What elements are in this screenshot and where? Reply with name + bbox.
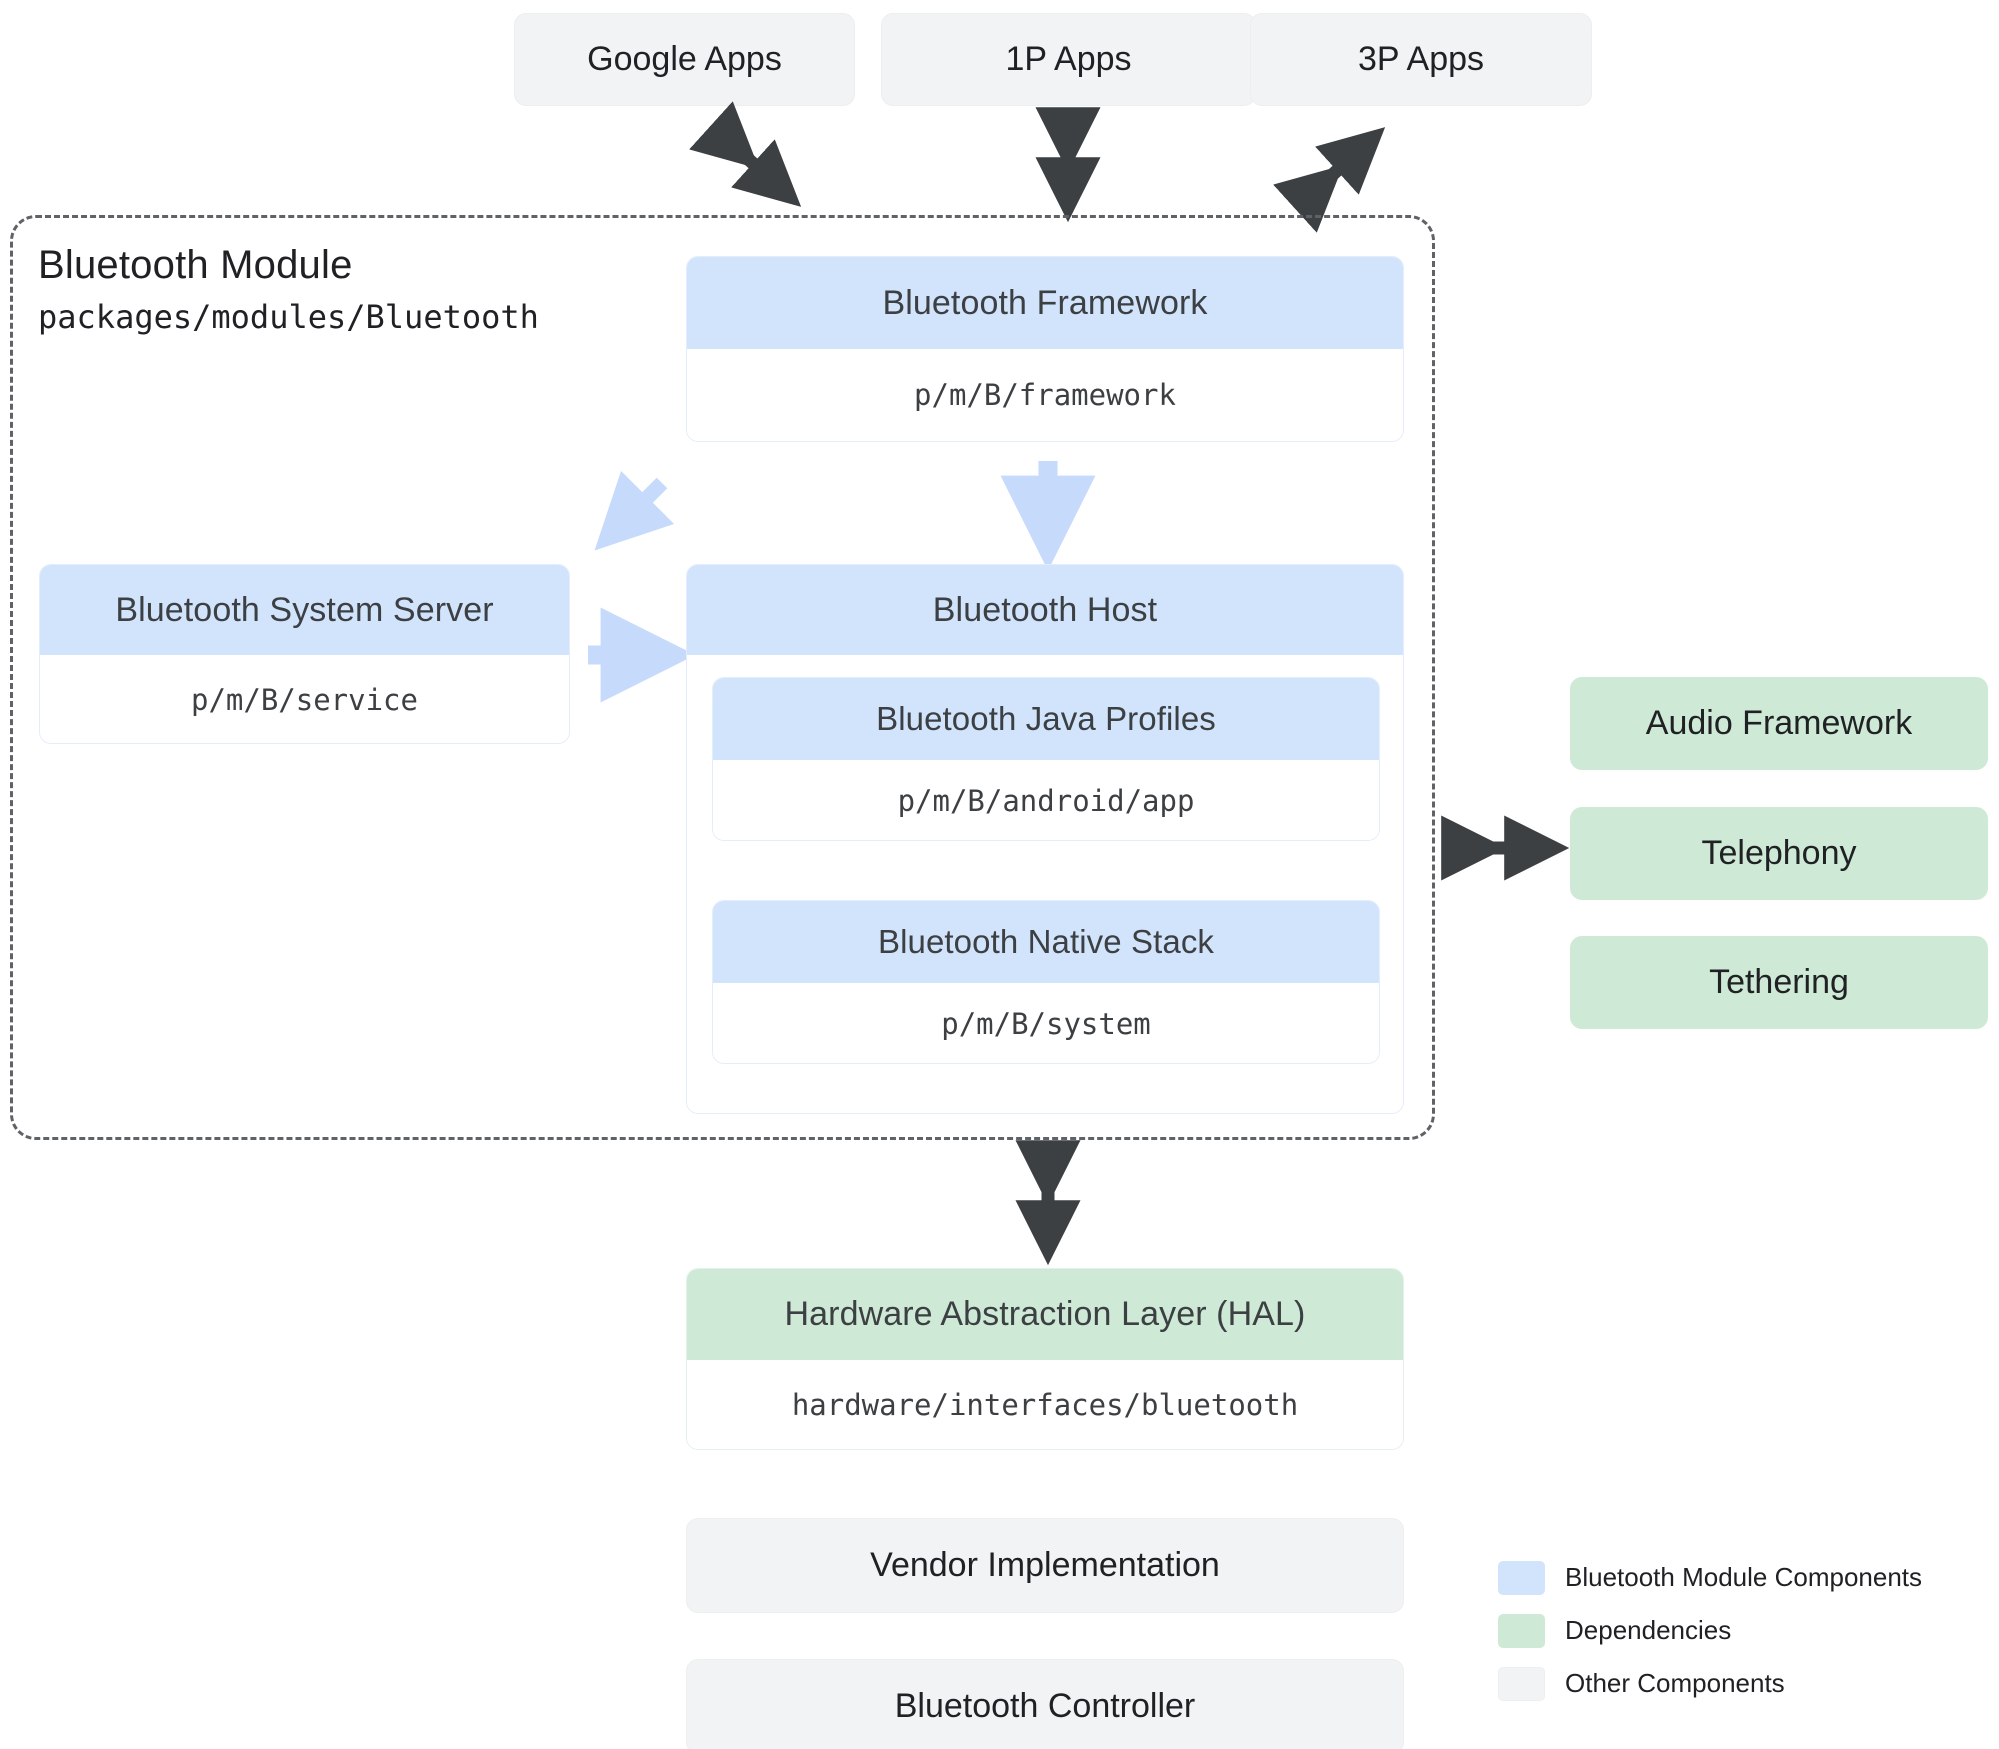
card-hardware-abstraction-layer[interactable]: Hardware Abstraction Layer (HAL) hardwar… bbox=[686, 1268, 1404, 1450]
app-box-1p-apps[interactable]: 1P Apps bbox=[881, 13, 1256, 106]
card-path: p/m/B/android/app bbox=[713, 760, 1379, 840]
arrow-system-server-to-host bbox=[582, 607, 696, 703]
module-title: Bluetooth Module bbox=[38, 243, 353, 287]
legend: Bluetooth Module Components Dependencies… bbox=[1498, 1551, 1922, 1710]
card-title: Bluetooth System Server bbox=[40, 565, 569, 655]
host-children-area: Bluetooth Java Profiles p/m/B/android/ap… bbox=[687, 655, 1403, 1113]
arrow-1p-apps-to-framework bbox=[1035, 107, 1101, 223]
arrow-framework-to-system-server bbox=[594, 465, 680, 551]
dependency-box-audio-framework[interactable]: Audio Framework bbox=[1570, 677, 1988, 770]
legend-label: Other Components bbox=[1565, 1668, 1785, 1698]
legend-swatch-grey bbox=[1498, 1666, 1545, 1701]
box-vendor-implementation[interactable]: Vendor Implementation bbox=[686, 1518, 1404, 1613]
dependency-box-tethering[interactable]: Tethering bbox=[1570, 936, 1988, 1029]
legend-swatch-green bbox=[1498, 1613, 1545, 1648]
card-bluetooth-java-profiles[interactable]: Bluetooth Java Profiles p/m/B/android/ap… bbox=[712, 677, 1380, 841]
card-title: Bluetooth Java Profiles bbox=[713, 678, 1379, 760]
app-box-label: 3P Apps bbox=[1357, 40, 1485, 78]
module-path: packages/modules/Bluetooth bbox=[38, 298, 539, 336]
card-path: p/m/B/framework bbox=[687, 349, 1403, 441]
card-title: Bluetooth Native Stack bbox=[713, 901, 1379, 983]
box-label: Bluetooth Controller bbox=[894, 1687, 1196, 1725]
app-box-google-apps[interactable]: Google Apps bbox=[514, 13, 855, 106]
app-box-label: 1P Apps bbox=[1005, 40, 1132, 78]
dependency-label: Audio Framework bbox=[1645, 704, 1913, 742]
arrow-google-apps-to-framework bbox=[689, 101, 802, 207]
card-bluetooth-native-stack[interactable]: Bluetooth Native Stack p/m/B/system bbox=[712, 900, 1380, 1064]
card-bluetooth-host[interactable]: Bluetooth Host Bluetooth Java Profiles p… bbox=[686, 564, 1404, 1114]
card-title: Bluetooth Host bbox=[687, 565, 1403, 655]
legend-swatch-blue bbox=[1498, 1560, 1545, 1595]
card-title: Bluetooth Framework bbox=[687, 257, 1403, 349]
legend-label: Bluetooth Module Components bbox=[1565, 1562, 1923, 1592]
arrow-module-to-hal bbox=[1015, 1140, 1081, 1266]
legend-label: Dependencies bbox=[1565, 1615, 1732, 1645]
dependency-box-telephony[interactable]: Telephony bbox=[1570, 807, 1988, 900]
arrow-host-to-dependencies bbox=[1441, 815, 1570, 881]
card-path: hardware/interfaces/bluetooth bbox=[687, 1360, 1403, 1449]
dependency-label: Tethering bbox=[1709, 963, 1849, 1001]
card-path: p/m/B/service bbox=[40, 655, 569, 743]
arrow-framework-to-host bbox=[1000, 455, 1096, 571]
card-title: Hardware Abstraction Layer (HAL) bbox=[687, 1269, 1403, 1360]
legend-item-other-components: Other Components bbox=[1498, 1657, 1922, 1710]
card-bluetooth-framework[interactable]: Bluetooth Framework p/m/B/framework bbox=[686, 256, 1404, 442]
arrow-3p-apps-to-framework bbox=[1273, 127, 1386, 233]
app-box-3p-apps[interactable]: 3P Apps bbox=[1250, 13, 1592, 106]
card-bluetooth-system-server[interactable]: Bluetooth System Server p/m/B/service bbox=[39, 564, 570, 744]
card-path: p/m/B/system bbox=[713, 983, 1379, 1063]
dependency-label: Telephony bbox=[1701, 834, 1857, 872]
legend-item-dependencies: Dependencies bbox=[1498, 1604, 1922, 1657]
box-bluetooth-controller[interactable]: Bluetooth Controller bbox=[686, 1659, 1404, 1749]
box-label: Vendor Implementation bbox=[870, 1546, 1220, 1584]
bluetooth-module-container bbox=[10, 215, 1435, 1140]
app-box-label: Google Apps bbox=[587, 40, 782, 78]
legend-item-module-components: Bluetooth Module Components bbox=[1498, 1551, 1922, 1604]
